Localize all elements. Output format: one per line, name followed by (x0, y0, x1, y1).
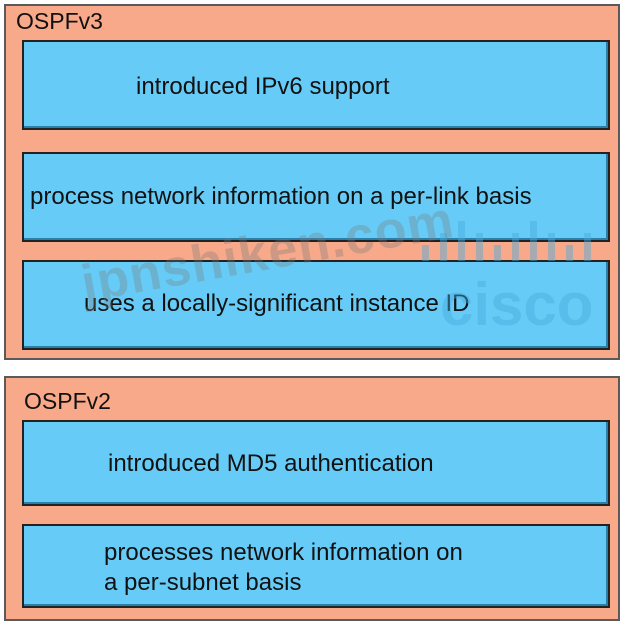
item-text: introduced MD5 authentication (108, 450, 434, 477)
item-per-subnet-basis: processes network information on a per-s… (22, 524, 610, 608)
item-ipv6-support: introduced IPv6 support (22, 40, 610, 130)
item-instance-id: uses a locally-significant instance ID (22, 260, 610, 350)
group-ospfv2: OSPFv2 introduced MD5 authentication pro… (4, 376, 620, 621)
item-md5-authentication: introduced MD5 authentication (22, 420, 610, 506)
group-title-ospfv2: OSPFv2 (24, 388, 111, 414)
item-text-line-2: a per-subnet basis (104, 569, 302, 596)
item-per-link-basis: process network information on a per-lin… (22, 152, 610, 242)
group-title-ospfv3: OSPFv3 (16, 8, 103, 34)
item-text-line-1: processes network information on (104, 539, 463, 566)
item-text: uses a locally-significant instance ID (84, 290, 470, 317)
item-text: introduced IPv6 support (136, 73, 390, 100)
item-text: process network information on a per-lin… (30, 183, 532, 210)
group-ospfv3: OSPFv3 introduced IPv6 support process n… (4, 4, 620, 360)
